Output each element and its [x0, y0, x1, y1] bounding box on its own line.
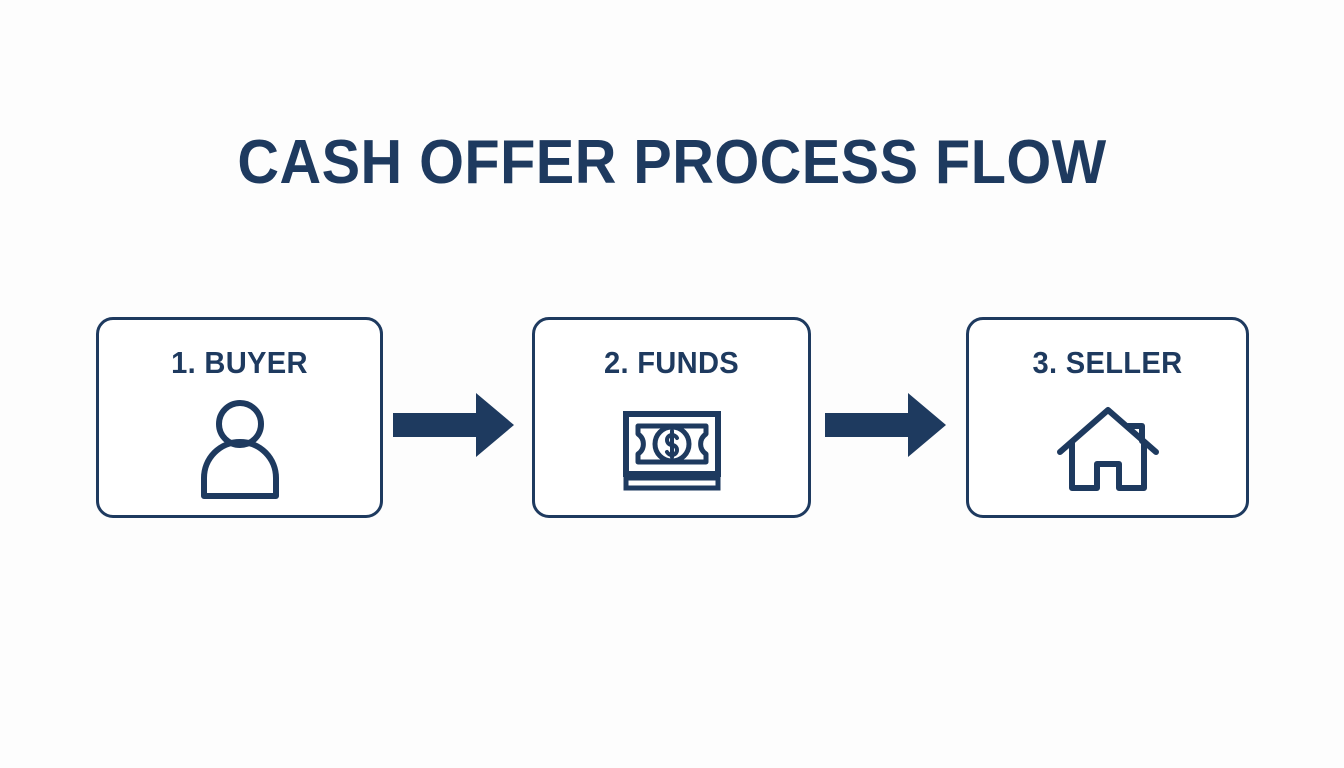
process-step-funds-label: 2. FUNDS: [603, 345, 740, 380]
arrow-right-icon: [825, 393, 946, 457]
process-connector-2: [820, 317, 950, 518]
process-step-buyer[interactable]: 1. BUYER: [96, 317, 383, 518]
process-connector-1: [388, 317, 518, 518]
process-step-funds[interactable]: 2. FUNDS: [532, 317, 811, 518]
person-icon: [188, 396, 292, 500]
arrow-right-icon: [393, 393, 514, 457]
process-step-seller-label: 3. SELLER: [1032, 345, 1183, 380]
page-title: CASH OFFER PROCESS FLOW: [237, 128, 1107, 197]
process-step-buyer-label: 1. BUYER: [171, 345, 308, 380]
process-step-seller[interactable]: 3. SELLER: [966, 317, 1249, 518]
house-icon: [1056, 396, 1160, 500]
process-flow-diagram: 1. BUYER 2. FUNDS: [0, 317, 1344, 518]
banknote-icon: [620, 396, 724, 500]
